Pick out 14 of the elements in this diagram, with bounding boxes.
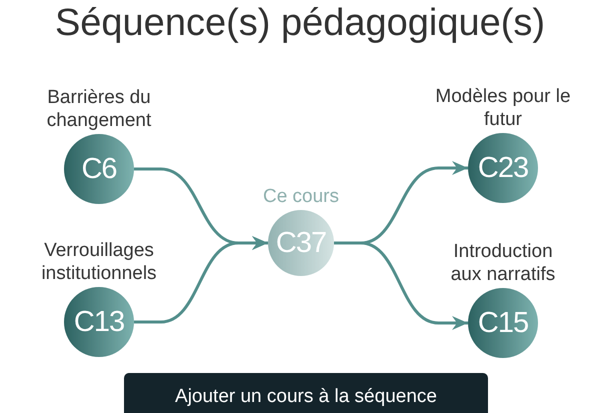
course-code: C15	[478, 308, 528, 338]
arrow	[134, 236, 268, 324]
add-course-button: Ajouter un cours à la séquence	[124, 373, 488, 413]
course-code: C6	[81, 154, 117, 184]
course-title: Verrouillages institutionnels	[40, 239, 158, 285]
course-title: Barrières du changement	[46, 86, 152, 132]
course-code: C23	[478, 154, 528, 182]
course-title: Modèles pour le futur	[434, 85, 572, 131]
course-title: Ce cours	[262, 185, 340, 208]
course-code: C37	[276, 228, 326, 258]
course-title: Introduction aux narratifs	[450, 240, 556, 286]
arrow	[334, 242, 468, 330]
diagram-title: Séquence(s) pédagogique(s)	[54, 1, 546, 45]
course-code: C13	[74, 308, 124, 336]
